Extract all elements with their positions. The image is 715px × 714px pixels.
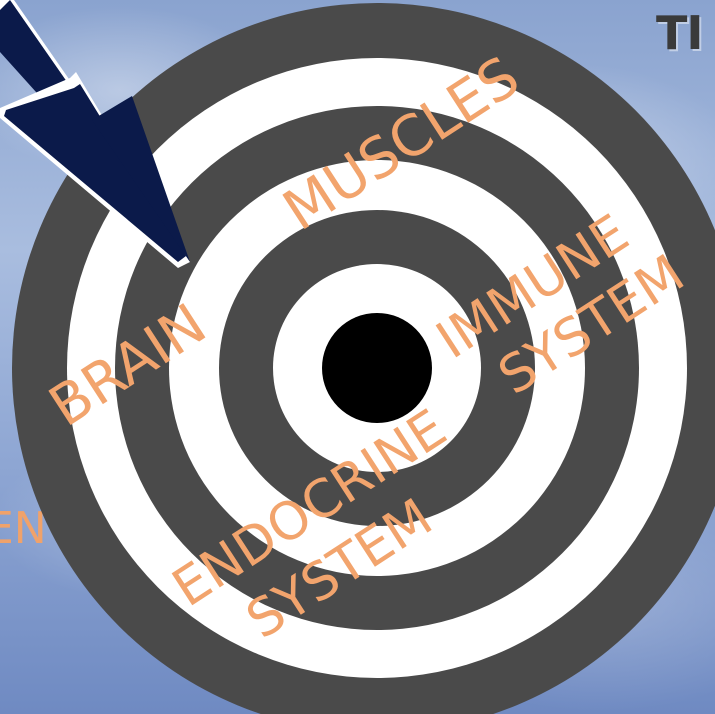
target-diagram: MUSCLES BRAIN IMMUNE SYSTEM ENDOCRINE SY…	[0, 0, 715, 714]
